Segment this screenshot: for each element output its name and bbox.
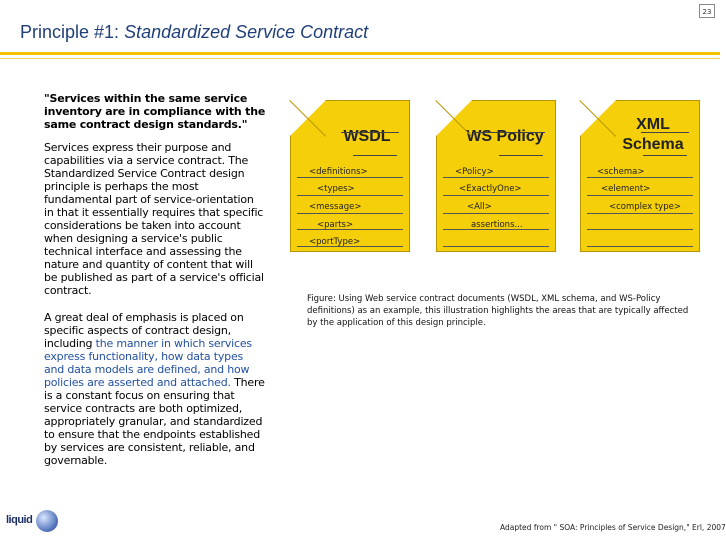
wsdl-rule-5 <box>297 246 403 247</box>
paragraph-emphasis-end: There is a constant focus on ensuring th… <box>44 376 265 467</box>
xml-schema-rule-3 <box>587 213 693 214</box>
figure-caption: Figure: Using Web service contract docum… <box>307 294 689 328</box>
wsdl-line-porttype: <portType> <box>309 237 361 247</box>
source-footer: Adapted from " SOA: Principles of Servic… <box>500 523 726 532</box>
paragraph-emphasis-start: A great deal of emphasis is placed on sp… <box>44 311 244 350</box>
ws-policy-line-exactlyone: <ExactlyOne> <box>459 184 522 194</box>
wsdl-line-parts: <parts> <box>317 220 354 230</box>
xml-schema-title-underline <box>643 155 687 156</box>
title-prefix: Principle #1: <box>20 22 125 42</box>
ws-policy-line-assertions: assertions... <box>471 220 523 230</box>
xml-schema-line-element: <element> <box>601 184 651 194</box>
ws-policy-rule-1 <box>443 177 549 178</box>
paragraph-emphasis-highlight: the manner in which services express fun… <box>44 337 252 389</box>
ws-policy-rule-3 <box>443 213 549 214</box>
xml-schema-title-rule <box>641 132 689 133</box>
xml-schema-rule-1 <box>587 177 693 178</box>
ws-policy-title-overline <box>473 132 545 133</box>
ws-policy-title-underline <box>499 155 543 156</box>
xml-schema-title-line1: XML <box>636 116 670 133</box>
liquid-logo-icon <box>36 510 58 532</box>
xml-schema-line-schema: <schema> <box>597 167 645 177</box>
title-rule <box>0 52 720 55</box>
slide-number: 23 <box>699 4 715 18</box>
xml-schema-title-line2: Schema <box>622 136 684 153</box>
paragraph-intro: Services express their purpose and capab… <box>44 141 264 297</box>
principle-quote: "Services within the same service invent… <box>44 92 266 131</box>
ws-policy-rule-2 <box>443 195 549 196</box>
wsdl-rule-2 <box>297 195 403 196</box>
title-rule-thin <box>0 58 720 59</box>
wsdl-document: WSDL <definitions> <types> <message> <pa… <box>290 100 410 252</box>
paragraph-emphasis: A great deal of emphasis is placed on sp… <box>44 311 266 467</box>
ws-policy-rule-4 <box>443 229 549 230</box>
body-text: "Services within the same service invent… <box>44 92 266 481</box>
xml-schema-rule-2 <box>587 195 693 196</box>
logo-wordmark: liquid <box>6 514 33 526</box>
ws-policy-document: WS Policy <Policy> <ExactlyOne> <All> as… <box>436 100 556 252</box>
xml-schema-rule-5 <box>587 246 693 247</box>
liquid-logo: liquid <box>6 510 60 532</box>
wsdl-title-overline <box>341 132 399 133</box>
xml-schema-line-complextype: <complex type> <box>609 202 681 212</box>
xml-schema-document: XML Schema <schema> <element> <complex t… <box>580 100 700 252</box>
page-title: Principle #1: Standardized Service Contr… <box>20 22 368 43</box>
xml-schema-rule-4 <box>587 229 693 230</box>
wsdl-title-underline <box>353 155 397 156</box>
wsdl-rule-3 <box>297 213 403 214</box>
wsdl-rule-4 <box>297 229 403 230</box>
ws-policy-line-policy: <Policy> <box>455 167 494 177</box>
wsdl-rule-1 <box>297 177 403 178</box>
ws-policy-line-all: <All> <box>467 202 492 212</box>
title-emphasis: Standardized Service Contract <box>124 22 369 42</box>
wsdl-line-types: <types> <box>317 184 355 194</box>
ws-policy-rule-5 <box>443 246 549 247</box>
wsdl-line-message: <message> <box>309 202 362 212</box>
wsdl-line-definitions: <definitions> <box>309 167 368 177</box>
